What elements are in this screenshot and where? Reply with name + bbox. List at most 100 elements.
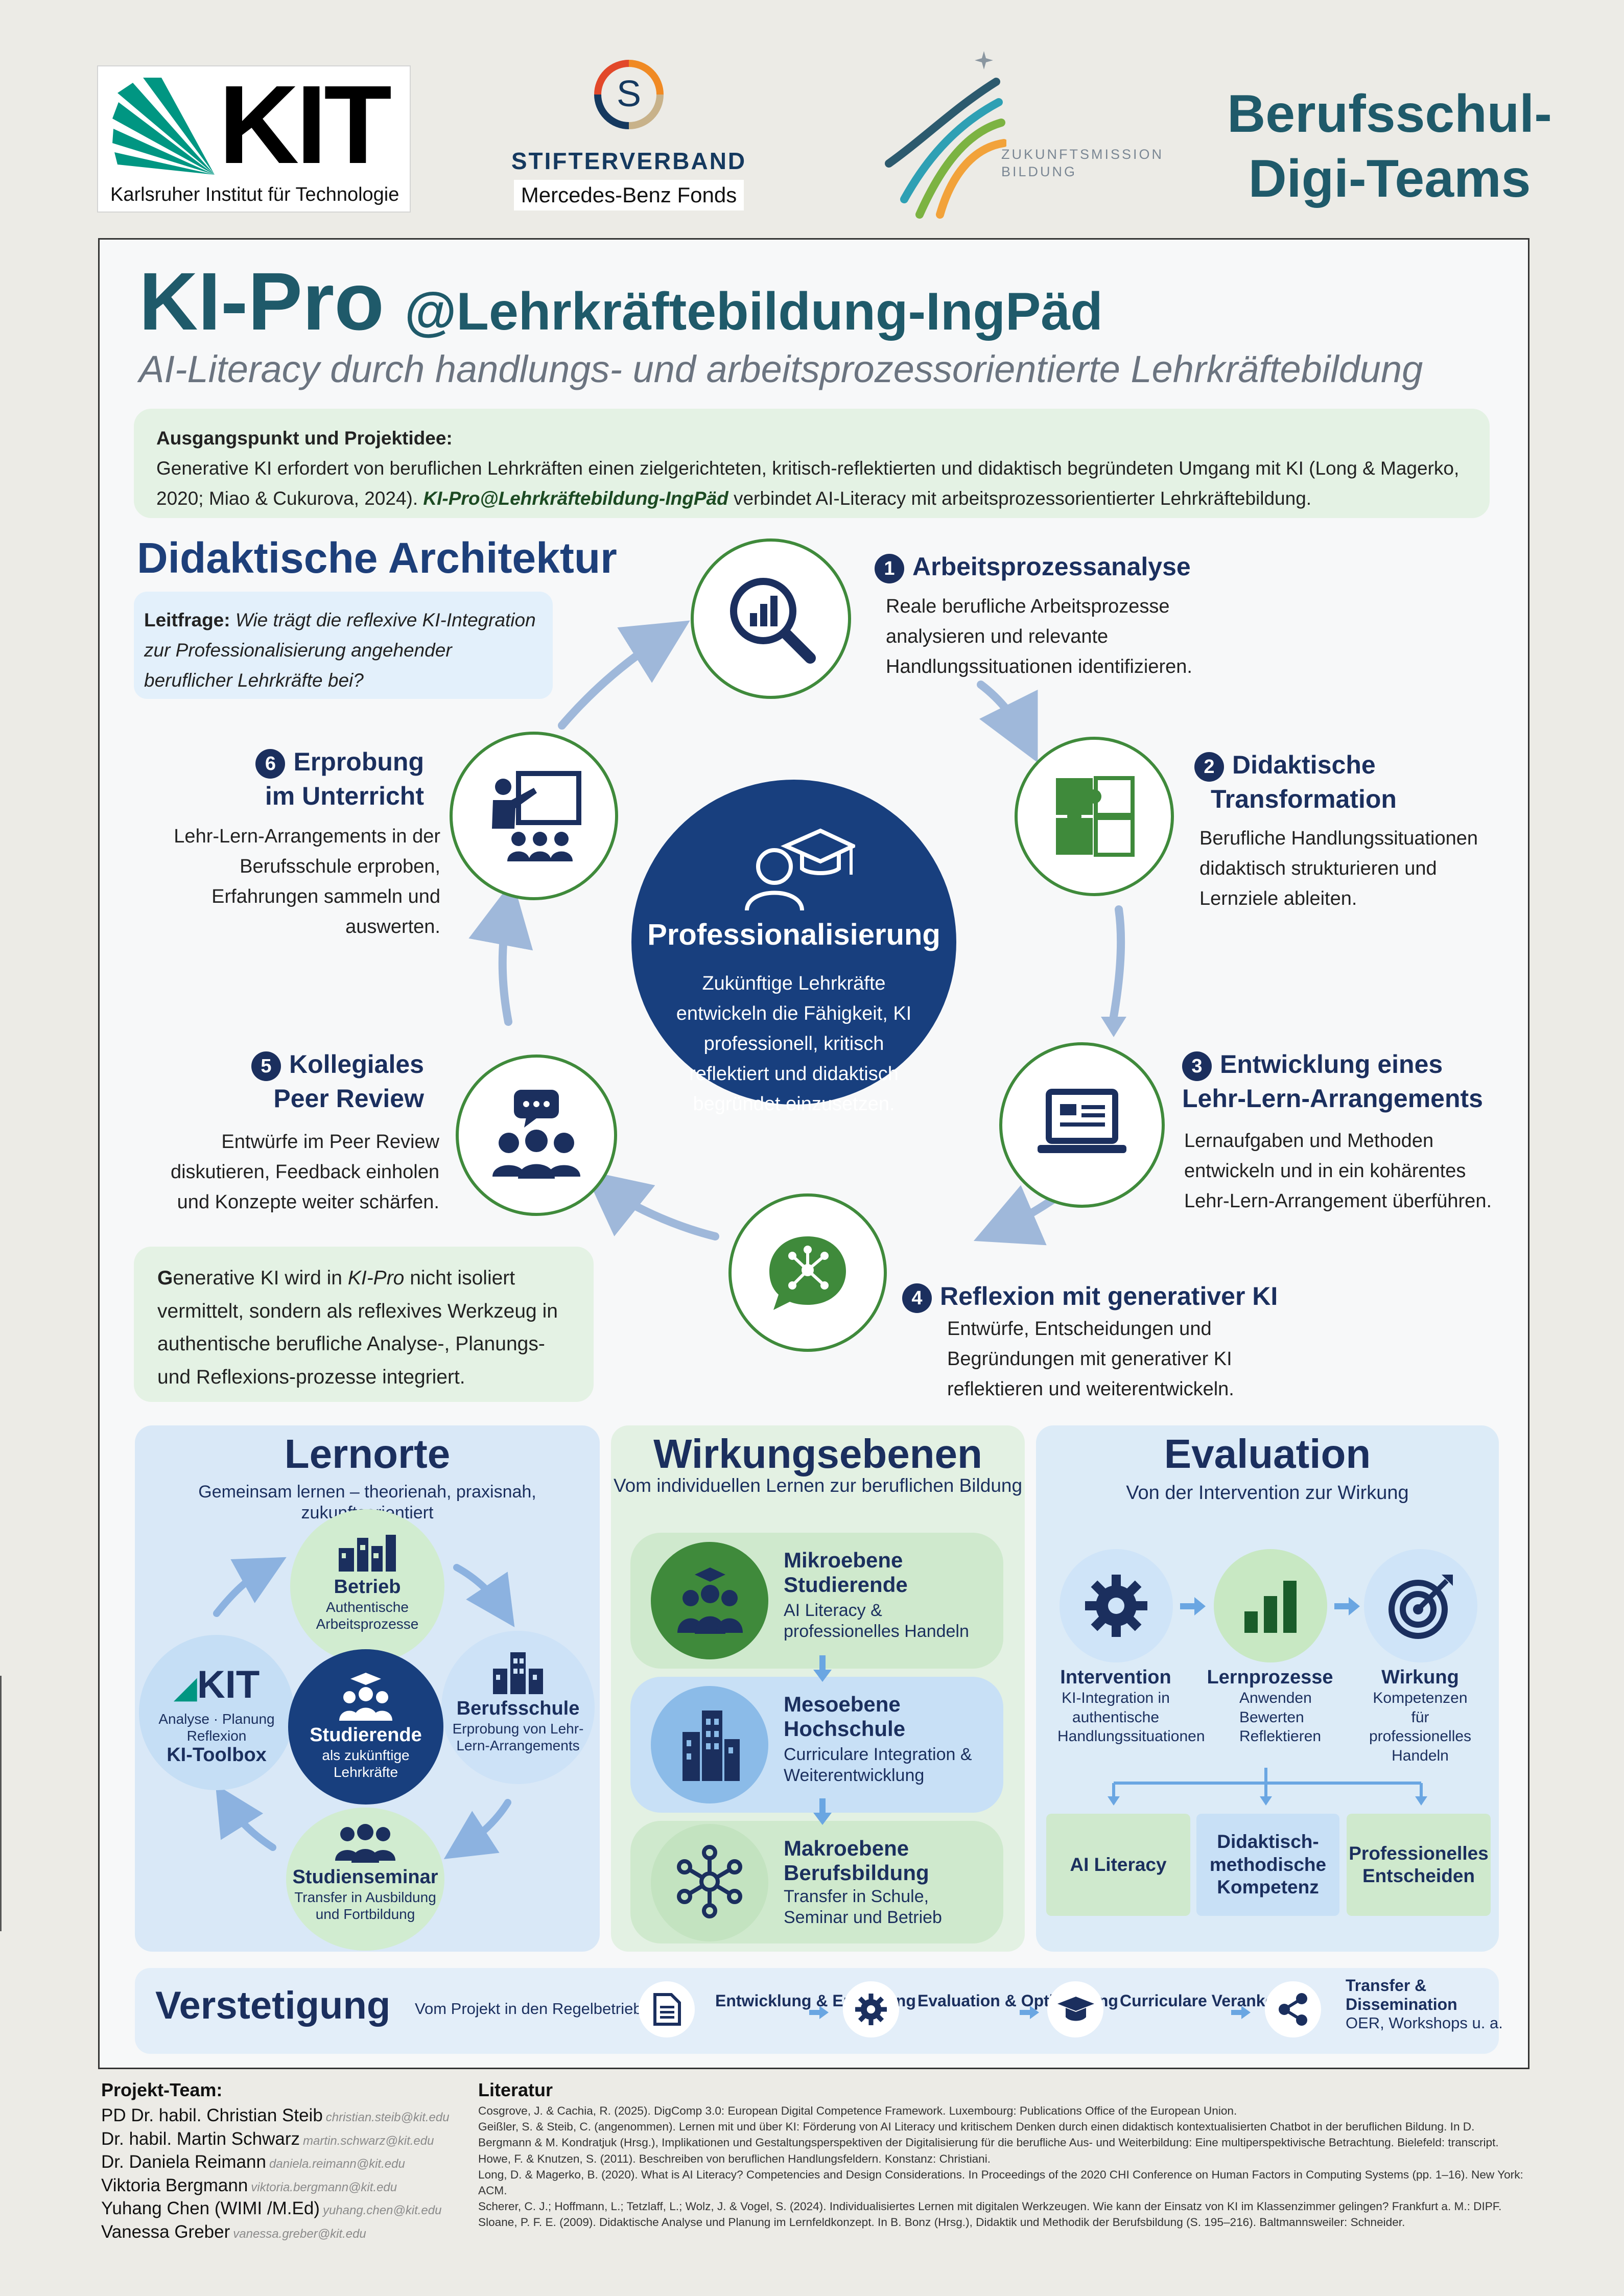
- puzzle-icon: [1056, 776, 1135, 857]
- step-6-circle: [450, 732, 618, 900]
- students-cap-icon: [339, 1673, 392, 1721]
- lernorte-title: Lernorte: [284, 1431, 451, 1477]
- step-2-description: Berufliche Handlungssituationen didaktis…: [1199, 828, 1478, 909]
- literature-item: Howe, F. & Knutzen, S. (2011). Beschreib…: [478, 2152, 991, 2165]
- step-4-circle: [728, 1193, 887, 1352]
- wirkungsebenen-subtitle: Vom individuellen Lernen zur beruflichen…: [613, 1475, 1023, 1496]
- center-description: Zukünftige Lehrkräfte entwickeln die Fäh…: [676, 973, 912, 1115]
- level-mikro: Mikroebene Studierende AI Literacy & pro…: [630, 1533, 1003, 1669]
- step-2-circle: [1015, 737, 1174, 896]
- factory-icon: [339, 1535, 396, 1572]
- lernprozesse-chart-icon: [1214, 1549, 1327, 1662]
- kit-toolbox-logo: ◢KIT: [173, 1663, 260, 1706]
- peer-group-icon: [492, 1090, 580, 1179]
- step-1-circle: [691, 538, 851, 699]
- school-building-icon: [493, 1652, 543, 1694]
- outcome-ai-literacy: AI Literacy: [1046, 1814, 1190, 1916]
- graduation-cap-icon: [1047, 1981, 1103, 2037]
- literature-item: Scherer, C. J.; Hoffmann, L.; Tetzlaff, …: [478, 2200, 1502, 2213]
- ausgangspunkt-text: Generative KI erfordert von beruflichen …: [156, 458, 1460, 509]
- kit-fan-icon: [112, 78, 215, 175]
- step-3-circle: [999, 1042, 1165, 1208]
- kit-logo-subtitle: Karlsruher Institut für Technologie: [110, 184, 399, 205]
- zukunftsmission-logo: ZUKUNFTSMISSION BILDUNG: [884, 46, 1170, 225]
- share-icon: [1265, 1981, 1321, 2037]
- ausgangspunkt-box: Ausgangspunkt und Projektidee: Generativ…: [134, 409, 1490, 518]
- verstetigung-subtitle: Vom Projekt in den Regelbetrieb: [415, 2000, 642, 2018]
- seminar-group-icon: [335, 1824, 395, 1863]
- center-title: Professionalisierung: [647, 918, 940, 951]
- genai-note-box: Generative KI wird in KI-Pro nicht isoli…: [134, 1247, 594, 1402]
- lernort-kit-toolbox: ◢KIT Analyse · Planung Reflexion KI-Tool…: [139, 1635, 294, 1790]
- laptop-icon: [1038, 1089, 1126, 1153]
- zukunftsmission-swoosh-icon: [885, 51, 1006, 219]
- lernort-berufsschule: Berufsschule Erprobung von Lehr-Lern-Arr…: [441, 1631, 595, 1784]
- poster-subtitle: AI-Literacy durch handlungs- und arbeits…: [139, 348, 1423, 390]
- lernorte-arrows: [213, 1557, 515, 1859]
- level-meso: Mesoebene Hochschule Curriculare Integra…: [630, 1677, 1003, 1813]
- building-icon: [651, 1686, 768, 1803]
- lernort-studienseminar: Studienseminar Transfer in Ausbildung un…: [286, 1808, 444, 1951]
- step-5-circle: [456, 1055, 617, 1216]
- professionalisierung-circle: Professionalisierung Zukünftige Lehrkräf…: [631, 780, 956, 1115]
- ai-chat-icon: [769, 1236, 846, 1310]
- literature: Literatur Cosgrove, J. & Cachia, R. (202…: [478, 2079, 1531, 2230]
- evaluation-subtitle: Von der Intervention zur Wirkung: [1126, 1482, 1409, 1504]
- step-5-description: Entwürfe im Peer Review diskutieren, Fee…: [170, 1131, 439, 1213]
- literature-item: Sloane, P. F. E. (2009). Didaktische Ana…: [478, 2216, 1405, 2229]
- outcome-professionelles-entscheiden: Professionelles Entscheiden: [1347, 1814, 1491, 1916]
- network-icon: [651, 1824, 768, 1941]
- step-3-description: Lernaufgaben und Methoden entwickeln und…: [1184, 1130, 1492, 1212]
- literature-heading: Literatur: [478, 2079, 553, 2100]
- outcome-branches: [1108, 1768, 1427, 1806]
- level-makro: Makroebene Berufsbildung Transfer in Sch…: [630, 1821, 1003, 1943]
- document-icon: [639, 1981, 695, 2037]
- literature-item: Geißler, S. & Steib, C. (angenommen). Le…: [478, 2120, 1499, 2149]
- program-title: Berufsschul- Digi-Teams: [1227, 84, 1552, 208]
- student-group-icon: [651, 1542, 768, 1659]
- wirkung-target-icon: [1364, 1549, 1477, 1662]
- team-heading: Projekt-Team:: [101, 2079, 223, 2100]
- step-6-description: Lehr-Lern-Arrangements in der Berufsschu…: [174, 826, 440, 938]
- literature-item: Long, D. & Magerko, B. (2020). What is A…: [478, 2168, 1523, 2197]
- ausgangspunkt-label: Ausgangspunkt und Projektidee:: [156, 428, 453, 449]
- lernort-studierende: Studierende als zukünftige Lehrkräfte: [288, 1649, 443, 1805]
- kit-logo-word: KIT: [219, 63, 392, 187]
- stifterverband-s-icon: S: [594, 60, 664, 129]
- teacher-board-icon: [492, 771, 581, 861]
- poster-title: KI-Pro@Lehrkräftebildung-IngPäd: [139, 255, 1103, 347]
- wirkungsebenen-title: Wirkungsebenen: [653, 1431, 982, 1477]
- verstetigung-title: Verstetigung: [155, 1984, 391, 2027]
- zukunftsmission-text: ZUKUNFTSMISSION BILDUNG: [1001, 147, 1164, 179]
- step-4-description: Entwürfe, Entscheidungen und Begründunge…: [947, 1318, 1234, 1400]
- svg-text:S: S: [617, 74, 641, 114]
- outcome-didaktisch-methodisch: Didaktisch-methodische Kompetenz: [1196, 1814, 1339, 1916]
- architektur-title: Didaktische Architektur: [137, 534, 617, 582]
- edge-line: [0, 1676, 2, 1931]
- evaluation-title: Evaluation: [1164, 1431, 1371, 1477]
- optimization-gear-icon: [843, 1981, 899, 2037]
- step-1-description: Reale berufliche Arbeitsprozesse analysi…: [886, 596, 1192, 677]
- literature-item: Cosgrove, J. & Cachia, R. (2025). DigCom…: [478, 2104, 1237, 2117]
- team-member: Yuhang Chen (WIMI /M.Ed)yuhang.chen@kit.…: [101, 2198, 442, 2218]
- leitfrage-box: Leitfrage: Wie trägt die reflexive KI-In…: [134, 592, 553, 699]
- analysis-magnifier-icon: [730, 578, 816, 664]
- poster-title-handle: @Lehrkräftebildung-IngPäd: [405, 282, 1103, 341]
- stifterverband-fonds: Mercedes-Benz Fonds: [513, 180, 744, 210]
- graduate-icon: [745, 828, 855, 911]
- stifterverband-logo: S STIFTERVERBAND Mercedes-Benz Fonds: [509, 56, 749, 215]
- kit-logo: KIT Karlsruher Institut für Technologie: [97, 65, 411, 213]
